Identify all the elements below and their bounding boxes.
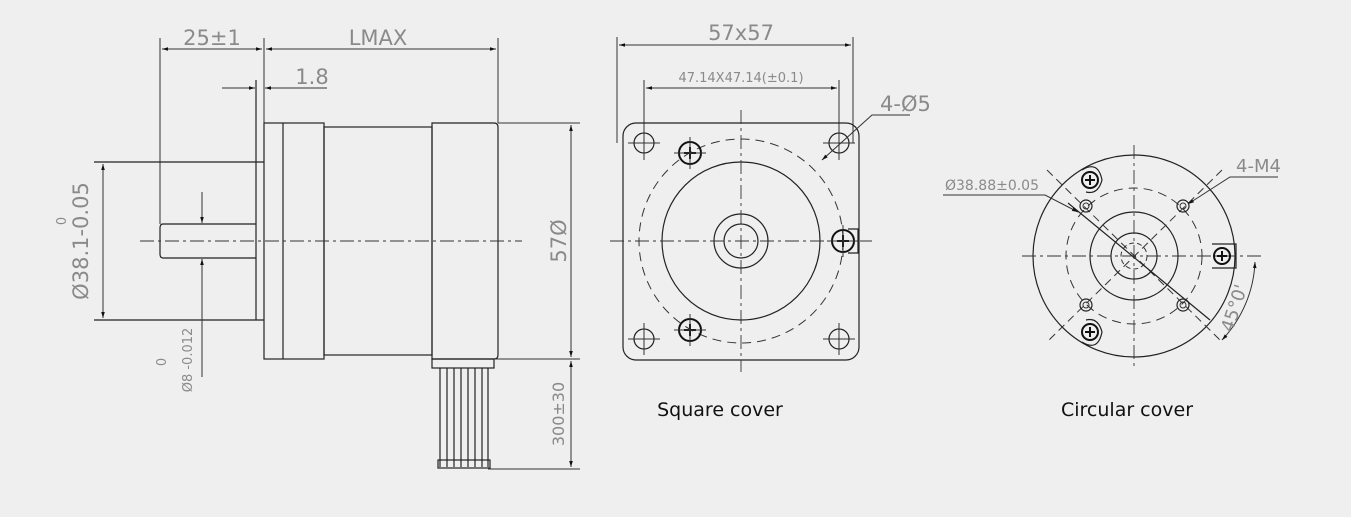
- shaft-tolerance-text: 0: [155, 358, 170, 366]
- pilot-tolerance-text: 0: [55, 217, 70, 225]
- cover-screws: [674, 137, 859, 346]
- hole-spacing-text: 47.14X47.14(±0.1): [678, 71, 803, 86]
- angle-text: 45°0': [1217, 282, 1252, 334]
- flange-step-text: 1.8: [295, 65, 328, 89]
- bolt-circle-text: Ø38.88±0.05: [945, 178, 1039, 194]
- connector: [431, 358, 495, 369]
- mounting-holes: [628, 127, 855, 355]
- lead-wires: [437, 368, 491, 469]
- outer-size-text: 57x57: [708, 21, 774, 45]
- side-view: 25±1 LMAX 1.8 Ø38.1-0.05 0 Ø8 -0.012 0: [55, 26, 580, 470]
- lead-length-text: 300±30: [549, 382, 568, 446]
- thread-count-text: 4-M4: [1236, 156, 1281, 177]
- threaded-holes: [1079, 199, 1190, 312]
- circular-cover-label: Circular cover: [1061, 399, 1193, 421]
- hole-count-text: 4-Ø5: [880, 92, 931, 116]
- pilot-diameter-text: Ø38.1-0.05: [69, 182, 93, 300]
- shaft-length-text: 25±1: [183, 26, 241, 50]
- circular-cover-view: Ø38.88±0.05 4-M4 45°0' Circular cover: [943, 145, 1281, 421]
- shaft-diameter-text: Ø8 -0.012: [181, 328, 196, 393]
- square-cover-label: Square cover: [657, 399, 783, 421]
- body-height-text: 57Ø: [547, 219, 571, 262]
- square-cover-view: 57x57 47.14X47.14(±0.1) 4-Ø5 Square cove…: [610, 21, 931, 421]
- body-length-text: LMAX: [349, 26, 408, 50]
